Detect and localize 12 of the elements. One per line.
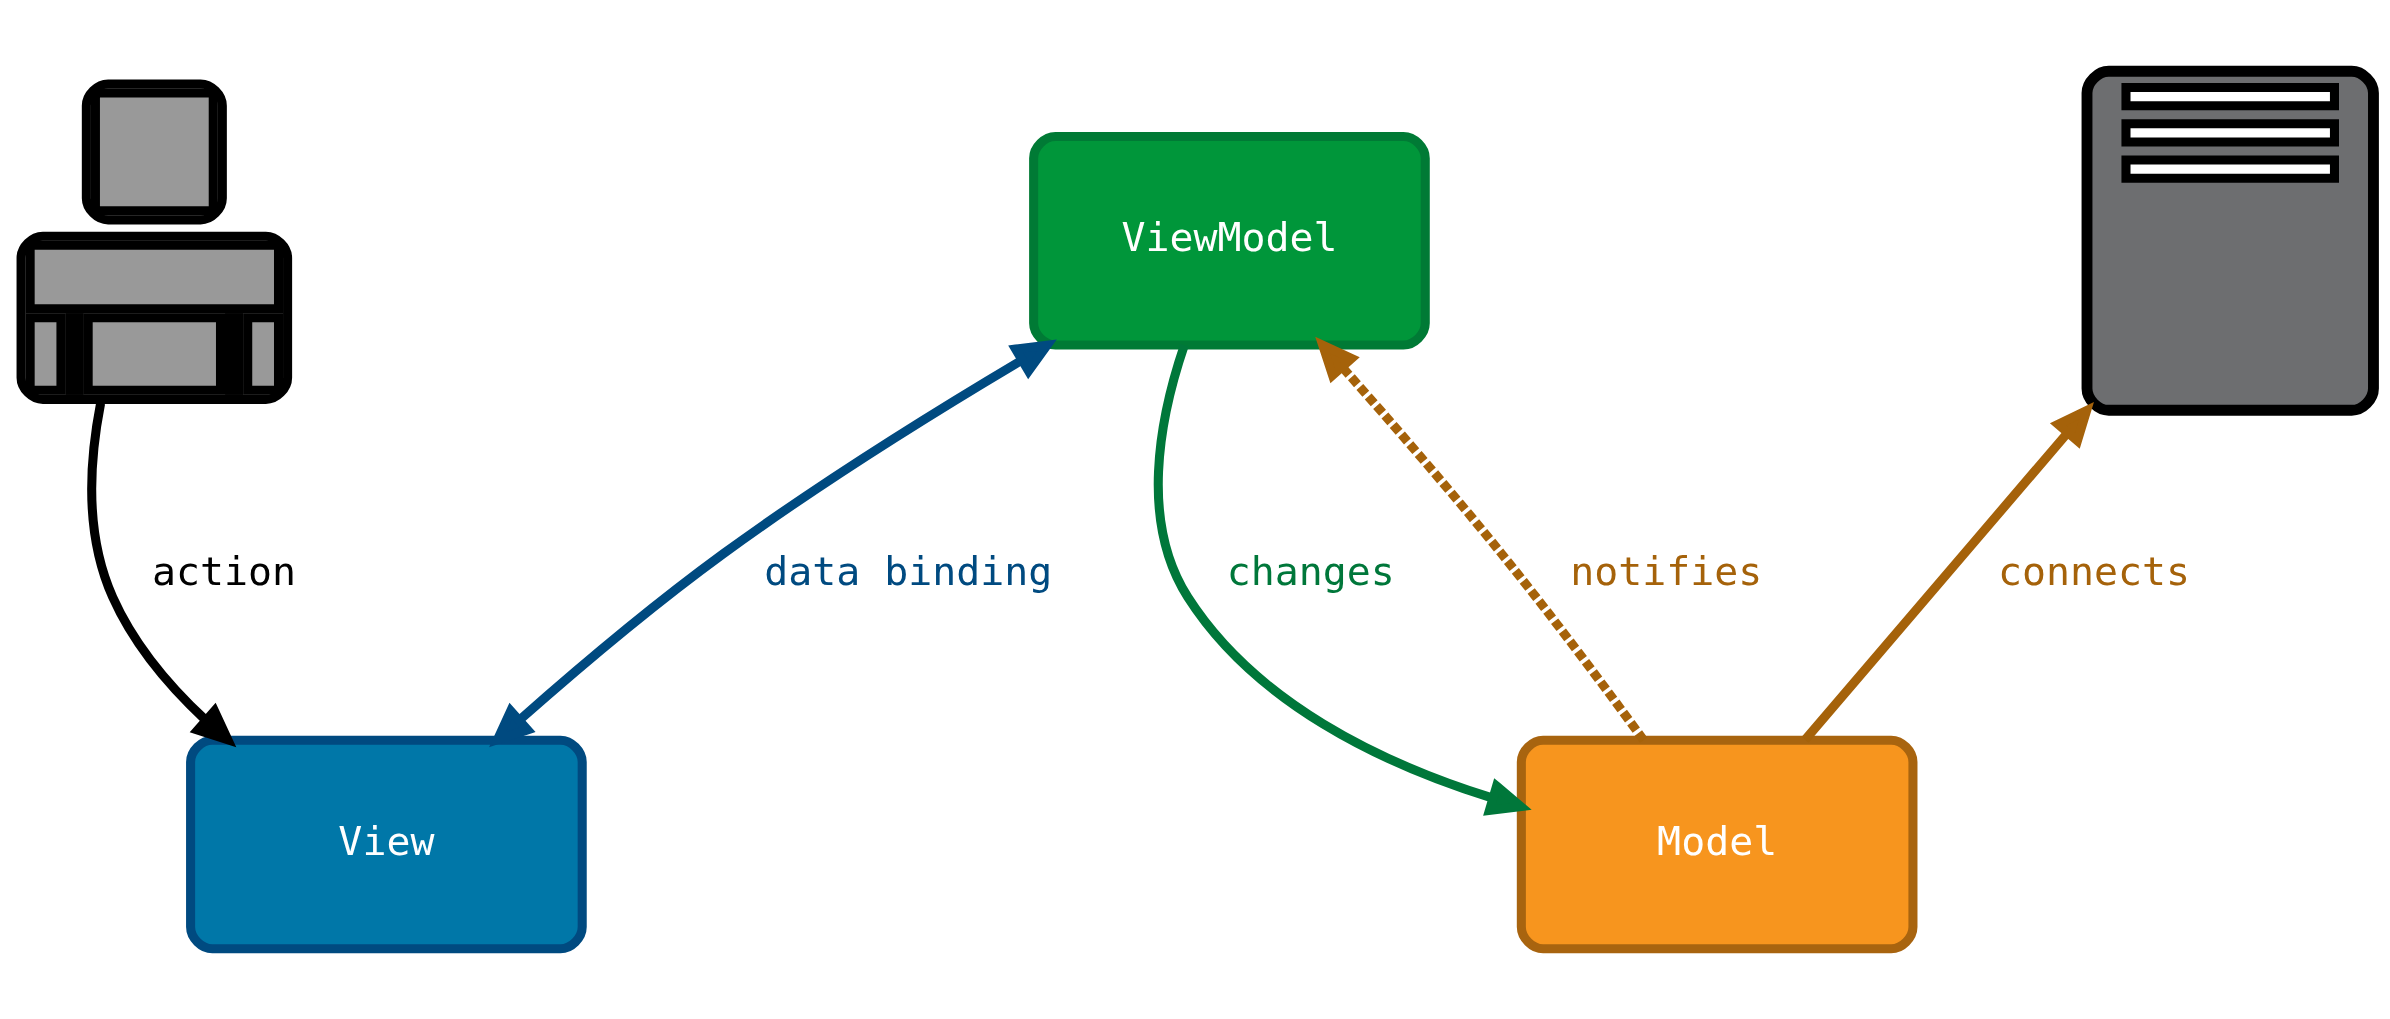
node-box: View: [186, 735, 587, 953]
edge-label: changes: [1226, 547, 1395, 594]
arrow: [489, 339, 1057, 747]
node-server: [2081, 65, 2379, 416]
node-box: ViewModel: [1029, 131, 1430, 350]
arrow: [1315, 336, 1648, 743]
edge-label: connects: [1998, 547, 2191, 594]
edge-label: data binding: [764, 547, 1053, 594]
edge-label: action: [151, 547, 296, 594]
edge-label: notifies: [1570, 547, 1763, 594]
arrow: [87, 401, 237, 747]
node-box: Model: [1516, 735, 1918, 953]
